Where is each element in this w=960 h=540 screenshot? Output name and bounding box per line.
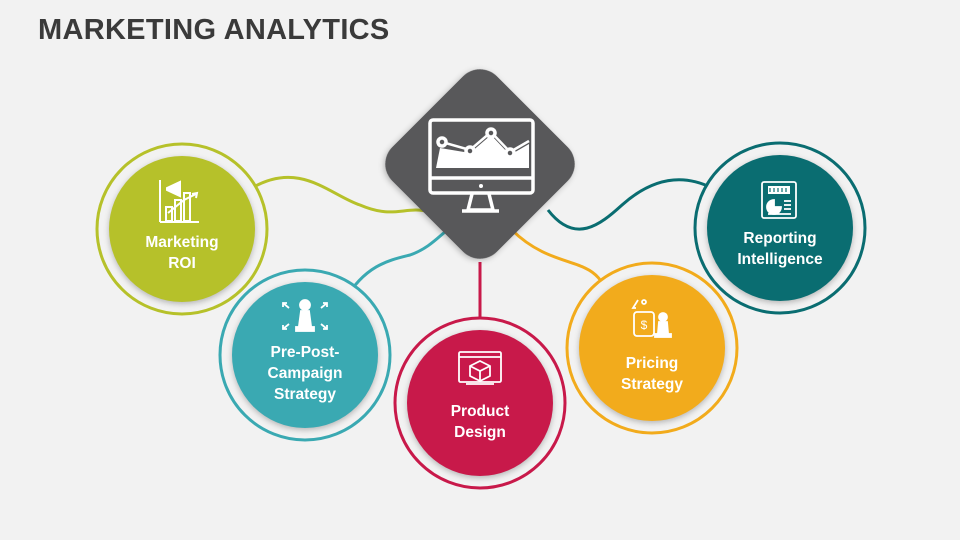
connector-reporting-intelligence	[546, 178, 713, 231]
label-marketing-roi: Marketing ROI	[145, 234, 219, 272]
label-reporting-intelligence: Reporting Intelligence	[737, 230, 823, 268]
monitor-line-chart-icon	[428, 118, 535, 213]
screen-cube-icon	[458, 351, 502, 385]
label-product-design: Product Design	[450, 403, 510, 441]
report-document-icon	[761, 181, 797, 219]
label-pre-post-campaign: Pre-Post- Campaign Strategy	[267, 344, 343, 403]
connector-pre-post-campaign	[343, 226, 451, 301]
node-product-design	[393, 316, 567, 490]
node-pricing-strategy	[565, 261, 739, 435]
connector-marketing-roi	[251, 175, 431, 214]
node-marketing-roi	[95, 142, 269, 316]
chess-pawn-arrows-icon	[282, 299, 328, 332]
node-reporting-intelligence	[693, 141, 867, 315]
svg-text:$: $	[641, 318, 648, 332]
label-pricing-strategy: Pricing Strategy	[620, 355, 684, 393]
connector-pricing-strategy	[510, 228, 608, 291]
megaphone-bar-chart-icon	[159, 180, 199, 223]
node-pre-post-campaign	[218, 268, 392, 442]
page-title: MARKETING ANALYTICS	[38, 14, 390, 46]
price-tag-chess-icon: $	[631, 299, 672, 338]
